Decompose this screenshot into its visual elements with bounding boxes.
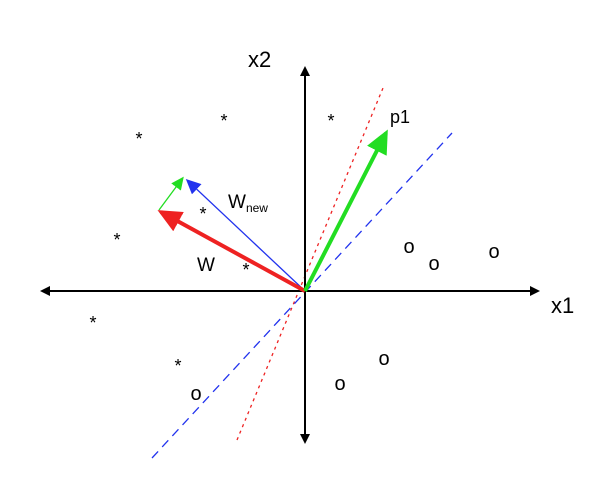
w-new-label: Wnew xyxy=(228,192,268,215)
star-points: * * * * * * * * xyxy=(89,111,334,376)
star-point: * xyxy=(327,111,334,131)
circle-points: o o o o o o xyxy=(190,236,499,405)
star-point: * xyxy=(89,313,96,333)
old-decision-boundary xyxy=(236,87,384,441)
circle-point: o xyxy=(378,348,389,370)
p1-vector xyxy=(303,129,388,292)
x-axis-label: x1 xyxy=(551,293,574,318)
star-point: * xyxy=(113,230,120,250)
circle-point: o xyxy=(428,253,439,275)
y-axis-label: x2 xyxy=(248,47,271,72)
star-point: * xyxy=(242,260,249,280)
w-new-vector xyxy=(185,178,306,292)
w-vector xyxy=(157,210,306,293)
w-new-label-sub: new xyxy=(246,201,268,215)
p1-offset-vector xyxy=(158,176,184,211)
w-new-label-main: W xyxy=(228,192,246,213)
star-point: * xyxy=(135,129,142,149)
circle-point: o xyxy=(190,383,201,405)
w-label: W xyxy=(197,255,215,276)
star-point: * xyxy=(199,204,206,224)
circle-point: o xyxy=(488,241,499,263)
circle-point: o xyxy=(334,373,345,395)
p1-label: p1 xyxy=(390,107,410,127)
star-point: * xyxy=(174,356,181,376)
circle-point: o xyxy=(403,236,414,258)
star-point: * xyxy=(220,111,227,131)
new-decision-boundary xyxy=(151,132,453,459)
